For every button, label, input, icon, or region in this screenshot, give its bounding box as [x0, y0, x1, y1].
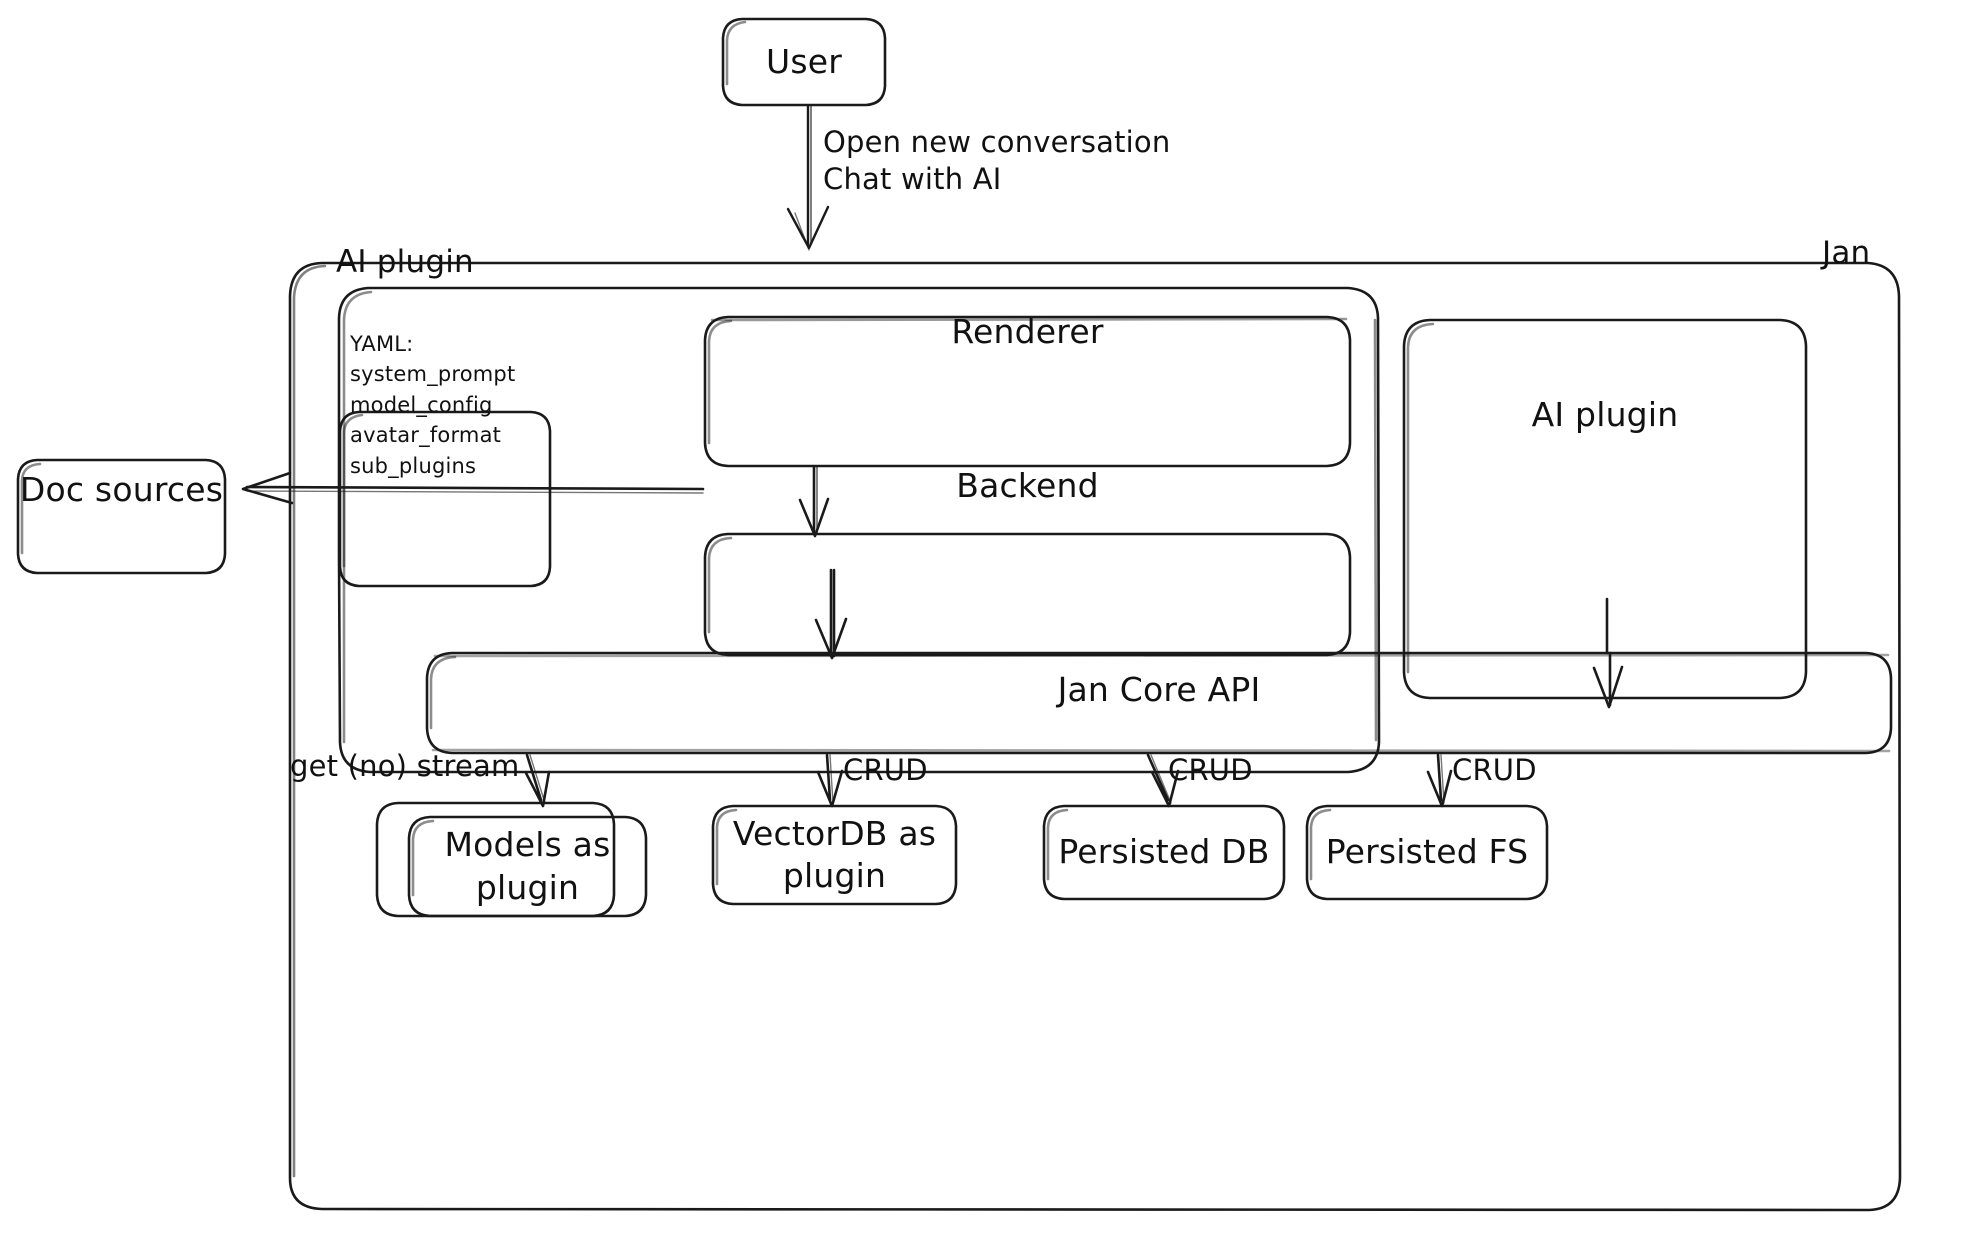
yaml-card-text: YAML: system_prompt model_config avatar_…	[350, 332, 516, 478]
arrow-user-to-renderer	[786, 104, 830, 251]
models-as-plugin-front-shape	[407, 815, 648, 918]
renderer-label[interactable]: Renderer	[951, 311, 1104, 351]
user-box-shape	[721, 17, 887, 107]
ai-plugin-group-shape	[337, 286, 1381, 774]
jan-core-api-box-shape	[425, 651, 1893, 755]
edge-label-core-to-persisted-fs: CRUD	[1452, 753, 1537, 787]
arrow-backend-to-doc-sources	[241, 471, 705, 505]
doc-sources-label[interactable]: Doc sources	[19, 469, 224, 509]
vectordb-as-plugin-label[interactable]: VectorDB as plugin	[732, 813, 937, 895]
ai-plugin-right-label[interactable]: AI plugin	[1531, 394, 1679, 434]
models-as-plugin-label[interactable]: Models as plugin	[444, 825, 611, 907]
jan-container-shape	[288, 261, 1902, 1212]
backend-label[interactable]: Backend	[956, 465, 1099, 505]
edge-label-user-to-renderer: Open new conversation Chat with AI	[823, 125, 1171, 197]
persisted-fs-box-shape	[1305, 804, 1549, 901]
user-label[interactable]: User	[765, 41, 843, 81]
arrow-backend-to-core	[814, 568, 848, 660]
persisted-db-label[interactable]: Persisted DB	[1058, 832, 1270, 872]
yaml-card-shape	[338, 410, 552, 588]
arrow-renderer-to-backend	[798, 465, 830, 538]
arrow-core-to-models	[524, 753, 551, 808]
vectordb-as-plugin-box-shape	[711, 804, 958, 906]
jan-container-title: Jan	[1822, 235, 1871, 271]
arrow-core-to-persisted-fs	[1426, 753, 1453, 808]
arrow-core-to-persisted-db	[1146, 753, 1180, 808]
persisted-db-box-shape	[1042, 804, 1286, 901]
arrow-core-to-vectordb	[816, 753, 844, 808]
jan-core-api-label[interactable]: Jan Core API	[1057, 669, 1261, 709]
arrow-ai-plugin-to-core	[1592, 597, 1624, 709]
persisted-fs-label[interactable]: Persisted FS	[1325, 832, 1529, 872]
edge-label-core-to-vectordb: CRUD	[843, 753, 928, 787]
doc-sources-box-shape	[16, 458, 227, 575]
ai-plugin-right-box-shape	[1402, 318, 1808, 700]
edge-label-core-to-persisted-db: CRUD	[1168, 753, 1253, 787]
renderer-box-shape	[703, 315, 1352, 468]
edge-label-core-to-models: get (no) stream	[290, 749, 520, 783]
backend-box-shape	[703, 532, 1352, 657]
ai-plugin-group-title: AI plugin	[336, 244, 474, 280]
